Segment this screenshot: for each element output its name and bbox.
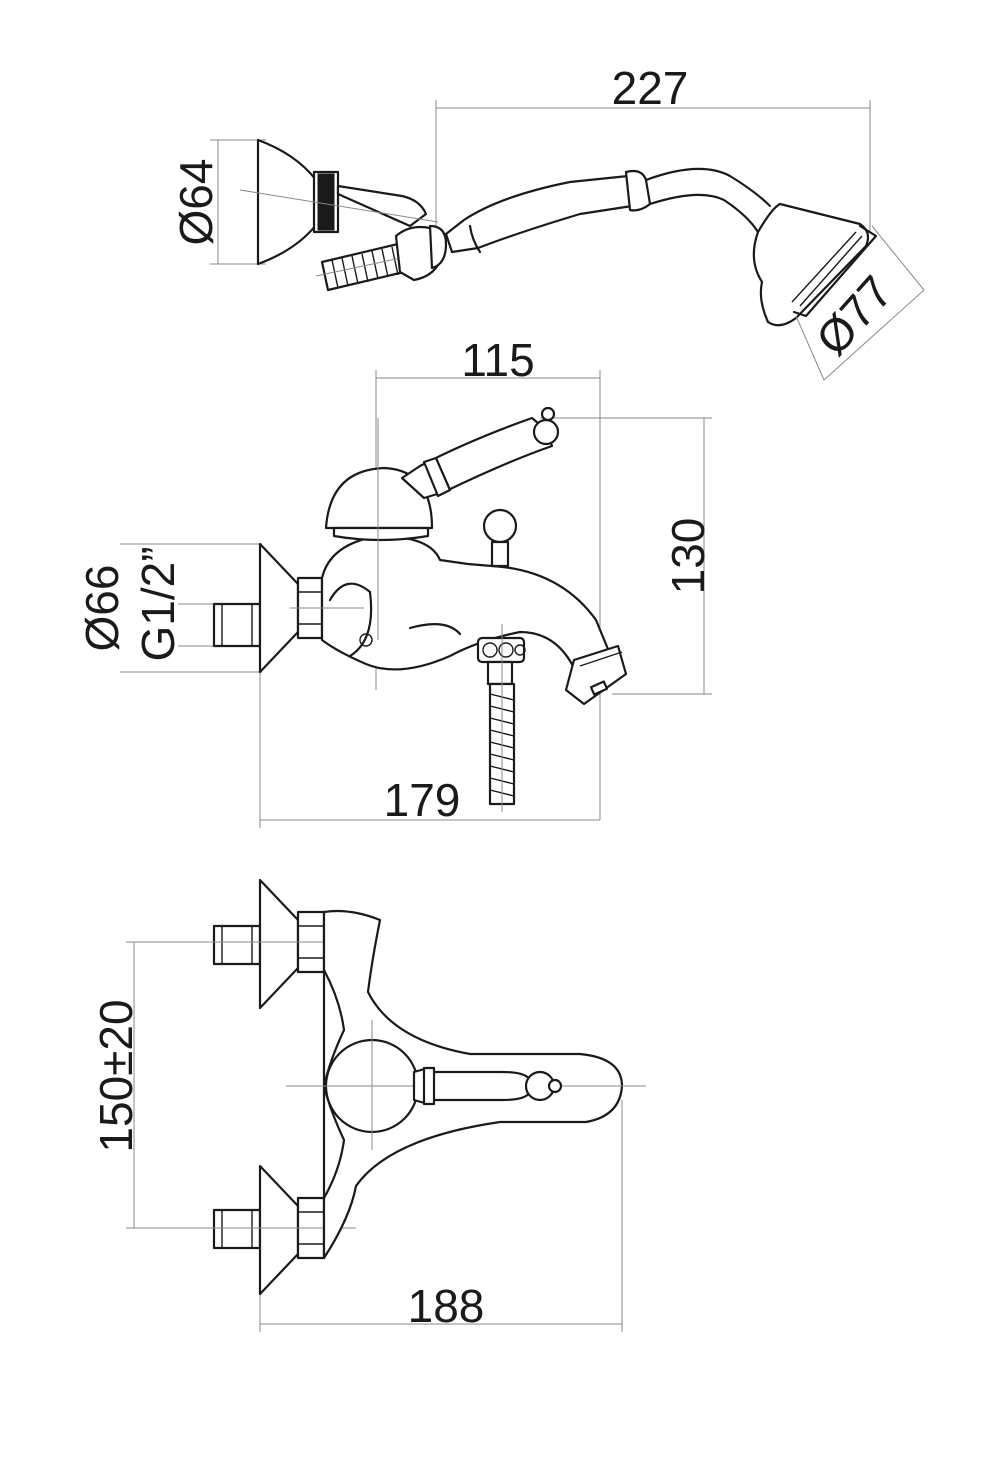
front-lever	[412, 1066, 563, 1106]
hose-connector	[394, 224, 448, 282]
hand-shower-view: 227 Ø64	[170, 62, 925, 381]
dimension-150: 150±20	[90, 941, 262, 1229]
hand-shower-handle	[444, 167, 772, 254]
side-body	[290, 534, 628, 706]
dim-label-150: 150±20	[90, 999, 142, 1152]
dimension-188: 188	[259, 1100, 623, 1332]
dimension-115: 115	[375, 334, 601, 820]
dim-label-d64: Ø64	[170, 159, 222, 246]
shower-hose-stub	[315, 242, 411, 292]
dimension-179: 179	[259, 672, 600, 828]
diverter-knob	[482, 508, 518, 568]
dim-label-d66: Ø66	[76, 565, 128, 652]
dim-label-115: 115	[461, 334, 534, 386]
dim-label-188: 188	[408, 1280, 485, 1332]
mixer-side-view: 115 130 Ø66 G1/2” 179	[76, 334, 714, 828]
dimension-d64: Ø64	[170, 139, 266, 265]
dim-label-179: 179	[384, 774, 461, 826]
front-inlet-top	[200, 878, 356, 1010]
mixer-front-view: 150±20 188	[90, 878, 646, 1332]
wall-holder	[239, 138, 439, 266]
shower-head	[752, 202, 878, 327]
dim-label-g12: G1/2”	[132, 546, 184, 661]
side-wall-flange	[258, 542, 324, 674]
dimension-227: 227	[435, 62, 871, 232]
dimension-d66-g12: Ø66 G1/2”	[76, 543, 262, 673]
side-lever	[324, 406, 560, 640]
side-inlet	[212, 602, 262, 648]
dimension-130: 130	[540, 417, 714, 695]
dim-label-227: 227	[612, 62, 689, 114]
dim-label-130: 130	[662, 518, 714, 595]
side-hose	[476, 624, 526, 812]
